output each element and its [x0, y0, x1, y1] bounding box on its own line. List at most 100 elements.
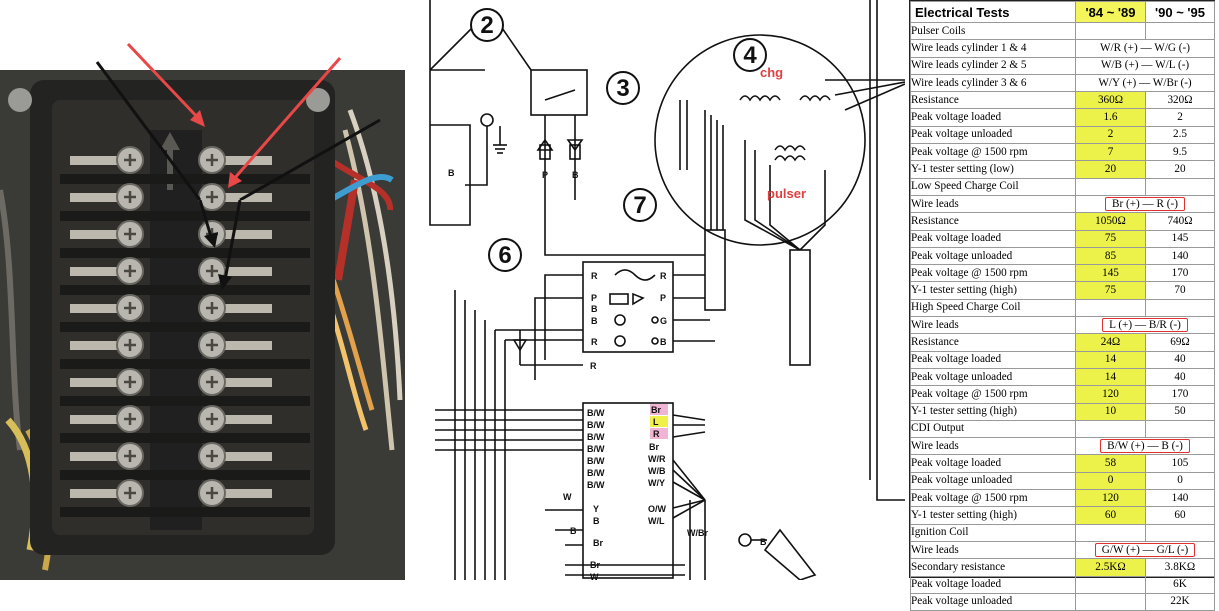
value-90-95: 2 [1145, 108, 1215, 127]
wire-label-wl: W/L [648, 516, 665, 526]
wire-leads-row: Wire leads cylinder 3 & 6 W/Y (+) — W/Br … [910, 73, 1215, 93]
wire-label-wg: O/W [648, 504, 667, 514]
section-label: Ignition Coil [910, 523, 1076, 542]
wire-label-p: P [660, 293, 666, 303]
value-90-95: 40 [1145, 350, 1215, 369]
wire-lug [222, 378, 272, 387]
wire-label-b: B [760, 537, 767, 547]
wire-label-b: B [591, 316, 598, 326]
row-label: Secondary resistance [910, 558, 1076, 577]
table-header: Electrical Tests '84 ~ '89 '90 ~ '95 [910, 1, 1215, 23]
row-label: Peak voltage loaded [910, 229, 1076, 248]
row-label: Wire leads [910, 437, 1076, 456]
value-90-95: 105 [1145, 454, 1215, 473]
terminal-divider [60, 396, 310, 406]
value-90-95: 170 [1145, 264, 1215, 283]
value-90-95: 140 [1145, 246, 1215, 266]
row-label: Resistance [910, 91, 1076, 110]
value-90-95: 145 [1145, 229, 1215, 248]
value-84-89: 7 [1075, 143, 1146, 162]
wire-label-bw: B/W [587, 456, 605, 466]
wire-lug [70, 415, 120, 424]
wire-label-b: B [448, 168, 455, 178]
value-84-89: 14 [1075, 350, 1146, 369]
terminal-block-photo [0, 70, 405, 580]
value-90-95: 170 [1145, 385, 1215, 404]
wire-label-g: G [660, 316, 667, 326]
row-label: Resistance [910, 333, 1076, 352]
section-row: Ignition Coil [910, 523, 1215, 542]
section-row: Low Speed Charge Coil [910, 177, 1215, 196]
value-84-89: 85 [1075, 246, 1146, 266]
screw-slot [124, 413, 136, 425]
electrical-tests-table: Electrical Tests '84 ~ '89 '90 ~ '95 Pul… [909, 0, 1215, 611]
row-label: Peak voltage loaded [910, 575, 1076, 594]
value-90-95: 3.8KΩ [1145, 558, 1215, 577]
value-90-95: 50 [1145, 402, 1215, 421]
value-90-95: 70 [1145, 281, 1215, 300]
row-label: Y-1 tester setting (low) [910, 160, 1076, 179]
value-90-95: 69Ω [1145, 333, 1215, 352]
row-label: Peak voltage unloaded [910, 125, 1076, 145]
screw-slot [124, 450, 136, 462]
screw-slot [206, 376, 218, 388]
wire-lug [222, 415, 272, 424]
wire-leads-text: W/Y (+) — W/Br (-) [1098, 76, 1192, 89]
value-84-89: 360Ω [1075, 91, 1146, 110]
value-84-89: 60 [1075, 506, 1146, 525]
terminal-divider [60, 285, 310, 295]
callout-2: 2 [480, 12, 493, 39]
callout-3: 3 [616, 75, 629, 102]
row-label: Peak voltage unloaded [910, 246, 1076, 266]
wire-leads-value: W/B (+) — W/L (-) [1075, 56, 1215, 75]
terminal-divider [60, 359, 310, 369]
wire-leads-value: G/W (+) — G/L (-) [1075, 540, 1215, 560]
section-label: Low Speed Charge Coil [910, 177, 1076, 196]
wire-lug [222, 230, 272, 239]
wire-label-wbr: W/Br [687, 528, 708, 538]
wire-leads-value: L (+) — B/R (-) [1075, 316, 1215, 335]
wire-leads-text: L (+) — B/R (-) [1102, 317, 1188, 332]
screw-slot [124, 487, 136, 499]
value-90-95: 9.5 [1145, 143, 1215, 162]
wire-label-bw: B/W [587, 432, 605, 442]
row-label: Wire leads cylinder 3 & 6 [910, 73, 1076, 93]
wire-label-p: P [542, 170, 548, 180]
wire-label-b: B [572, 170, 579, 180]
value-90-95: 20 [1145, 160, 1215, 179]
empty-cell [1075, 298, 1146, 318]
screw-slot [206, 413, 218, 425]
wire-label-l: L [653, 417, 659, 427]
wire-lug [70, 193, 120, 202]
row-label: Peak voltage @ 1500 rpm [910, 385, 1076, 404]
section-label: CDI Output [910, 419, 1076, 439]
row-label: Peak voltage loaded [910, 350, 1076, 369]
value-84-89: 0 [1075, 471, 1146, 491]
value-90-95: 740Ω [1145, 212, 1215, 231]
value-84-89: 1.6 [1075, 108, 1146, 127]
section-row: CDI Output [910, 419, 1215, 439]
row-label: Peak voltage unloaded [910, 592, 1076, 611]
wire-label-bw: B/W [587, 420, 605, 430]
wire-label-bw: B/W [587, 444, 605, 454]
wire-label-p: P [591, 293, 597, 303]
callout-7: 7 [633, 192, 646, 219]
wire-leads-text: W/R (+) — W/G (-) [1100, 41, 1190, 54]
screw-slot [206, 450, 218, 462]
value-84-89: 120 [1075, 385, 1146, 404]
